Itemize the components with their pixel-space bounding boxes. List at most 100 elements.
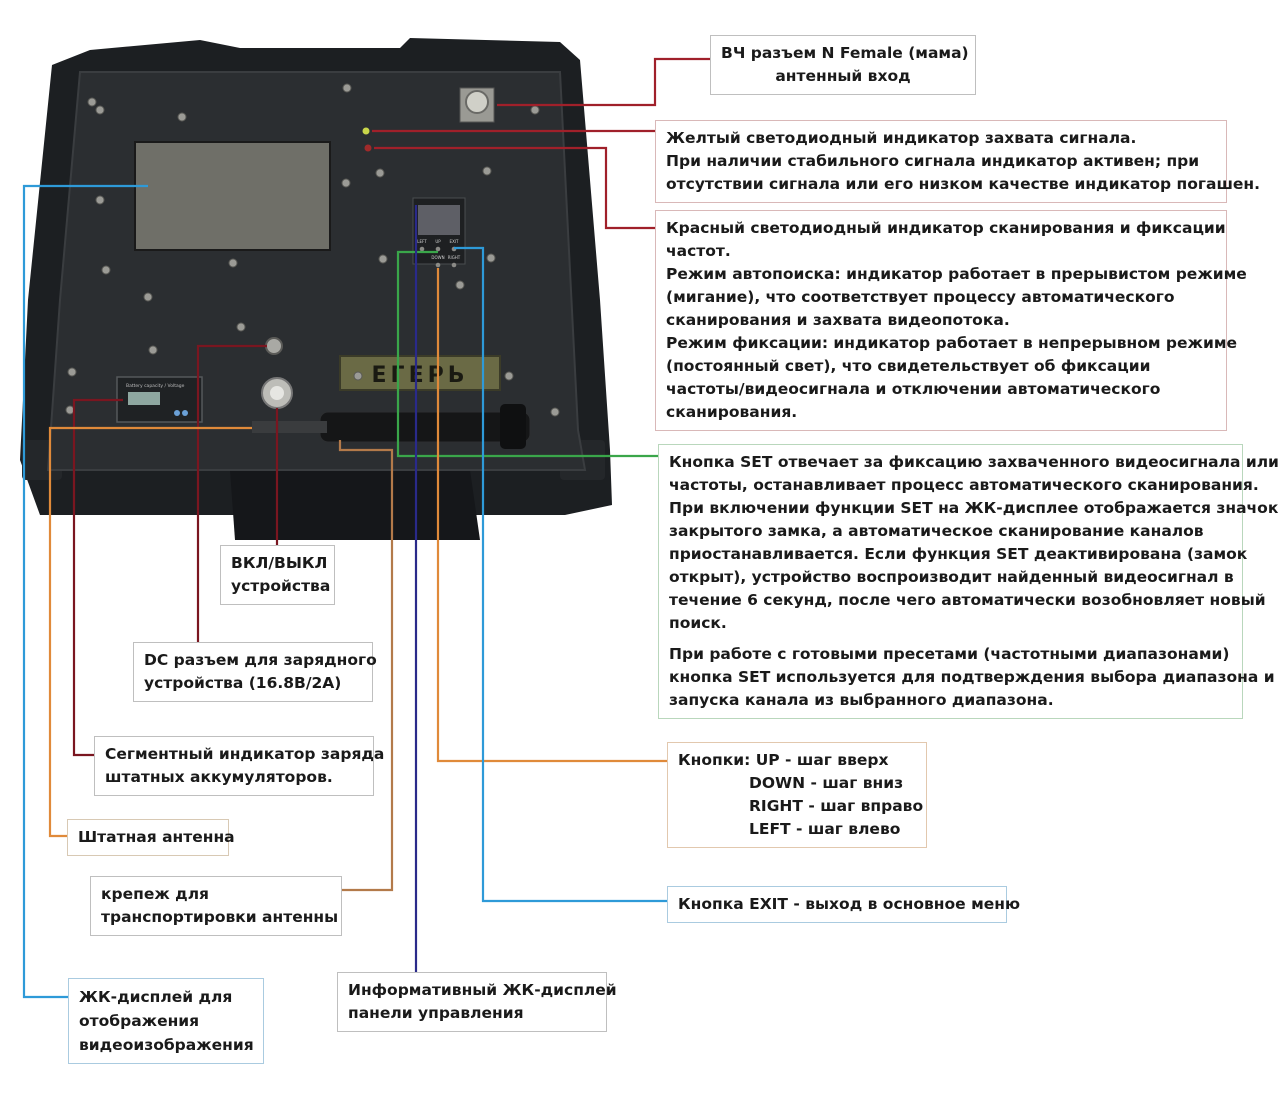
callout-line: Кнопки: UP - шаг вверх xyxy=(678,751,889,769)
callout-line: устройства xyxy=(231,577,331,595)
panel-screws xyxy=(65,83,560,417)
antenna-body xyxy=(319,411,531,443)
callout-nav-buttons: Кнопки: UP - шаг вверх DOWN - шаг вниз R… xyxy=(667,742,927,848)
callout-antenna-mount: крепеж для транспортировки антенны xyxy=(90,876,342,936)
callout-line: (постоянный свет), что свидетельствует о… xyxy=(666,357,1151,375)
panel-screw xyxy=(87,97,97,107)
callout-line: кнопка SET используется для подтверждени… xyxy=(669,668,1275,686)
leader-video-lcd xyxy=(22,184,148,999)
panel-screw xyxy=(143,292,153,302)
callout-red-led: Красный светодиодный индикатор сканирова… xyxy=(655,210,1247,431)
control-button-label: UP xyxy=(435,239,441,244)
callout-line: Информативный ЖК-дисплей xyxy=(348,981,617,999)
control-button-label: LEFT xyxy=(417,239,427,244)
callout-line: антенный вход xyxy=(775,67,911,85)
callout-line: сканирования и захвата видеопотока. xyxy=(666,311,1010,329)
panel-screw xyxy=(375,168,385,178)
callout-line: течение 6 секунд, после чего автоматичес… xyxy=(669,591,1266,609)
callout-line: ВЧ разъем N Female (мама) xyxy=(721,44,969,62)
battery-indicator-caption: Battery capacity / Voltage xyxy=(126,383,185,389)
leader-red-led xyxy=(374,146,655,230)
callout-line: При включении функции SET на ЖК-дисплее … xyxy=(669,499,1279,517)
callout-yellow-led: Желтый светодиодный индикатор захвата си… xyxy=(655,120,1261,203)
callout-line: При наличии стабильного сигнала индикато… xyxy=(666,152,1200,170)
callout-line: DC разъем для зарядного xyxy=(144,651,377,669)
callout-line: частоты, останавливает процесс автоматич… xyxy=(669,476,1259,494)
callout-line: RIGHT - шаг вправо xyxy=(749,797,924,815)
leader-exit-button xyxy=(454,246,667,903)
power-button-center xyxy=(270,386,284,400)
panel-screw xyxy=(95,105,105,115)
control-button xyxy=(435,262,441,268)
callout-spacer xyxy=(669,635,1232,643)
callout-line: открыт), устройство воспроизводит найден… xyxy=(669,568,1234,586)
antenna-clip xyxy=(500,404,526,449)
panel-screw xyxy=(378,254,388,264)
callout-line: закрытого замка, а автоматическое сканир… xyxy=(669,522,1204,540)
badge-text: ЕГЕРЬ xyxy=(372,363,469,388)
panel-screw xyxy=(353,371,363,381)
panel-screw xyxy=(550,407,560,417)
battery-indicator-dot-2 xyxy=(182,410,188,416)
callout-line: Сегментный индикатор заряда xyxy=(105,745,385,763)
callout-antenna: Штатная антенна xyxy=(67,819,235,856)
panel-screw xyxy=(101,265,111,275)
leader-lines xyxy=(22,57,710,999)
callout-line: Режим фиксации: индикатор работает в неп… xyxy=(666,334,1238,352)
leader-set-button xyxy=(396,250,658,458)
callout-dc-jack: DC разъем для зарядного устройства (16.8… xyxy=(133,642,377,702)
control-button xyxy=(451,262,457,268)
leader-rf-connector xyxy=(497,57,710,107)
callout-line: поиск. xyxy=(669,614,727,632)
callout-line: ВКЛ/ВЫКЛ xyxy=(231,554,328,572)
panel-screw xyxy=(341,178,351,188)
callout-line: Красный светодиодный индикатор сканирова… xyxy=(666,219,1226,237)
battery-indicator-dot-1 xyxy=(174,410,180,416)
callout-line: видеоизображения xyxy=(79,1036,254,1054)
callout-line: штатных аккумуляторов. xyxy=(105,768,333,786)
control-button-label: RIGHT xyxy=(448,255,461,260)
leader-dc-jack xyxy=(196,344,267,642)
callout-line: частот. xyxy=(666,242,731,260)
panel-screw xyxy=(65,405,75,415)
callout-line: Штатная антенна xyxy=(78,828,235,846)
callout-line: Желтый светодиодный индикатор захвата си… xyxy=(666,129,1137,147)
callout-line: ЖК-дисплей для xyxy=(79,988,233,1006)
leader-nav-buttons xyxy=(436,268,667,763)
panel-screw xyxy=(148,345,158,355)
leader-battery-indicator xyxy=(72,398,123,757)
leader-antenna xyxy=(48,426,252,838)
callout-line: LEFT - шаг влево xyxy=(749,820,901,838)
panel-screw xyxy=(504,371,514,381)
callout-battery-indicator: Сегментный индикатор заряда штатных акку… xyxy=(94,736,385,796)
control-button-label: DOWN xyxy=(431,255,444,260)
callout-video-lcd: ЖК-дисплей для отображения видеоизображе… xyxy=(68,978,264,1064)
panel-screw xyxy=(486,253,496,263)
battery-indicator-lcd xyxy=(128,392,160,405)
panel-screw xyxy=(228,258,238,268)
callout-line: Кнопка EXIT - выход в основное меню xyxy=(678,895,1021,913)
panel-screw xyxy=(342,83,352,93)
callout-exit-button: Кнопка EXIT - выход в основное меню xyxy=(667,886,1021,923)
callout-line: При работе с готовыми пресетами (частотн… xyxy=(669,645,1230,663)
callout-line: крепеж для xyxy=(101,885,209,903)
case-handle xyxy=(230,470,480,540)
callout-rf-connector: ВЧ разъем N Female (мама) антенный вход xyxy=(710,35,976,95)
panel-screw xyxy=(482,166,492,176)
panel-screw xyxy=(530,105,540,115)
callout-line: DOWN - шаг вниз xyxy=(749,774,904,792)
control-button xyxy=(419,246,425,252)
control-panel-lcd xyxy=(418,205,460,235)
callout-line: Кнопка SET отвечает за фиксацию захвачен… xyxy=(669,453,1279,471)
callout-line: (мигание), что соответствует процессу ав… xyxy=(666,288,1175,306)
callout-control-lcd: Информативный ЖК-дисплей панели управлен… xyxy=(337,972,617,1032)
control-button xyxy=(435,246,441,252)
dc-jack xyxy=(265,337,283,355)
callout-power-switch: ВКЛ/ВЫКЛ устройства xyxy=(220,545,335,605)
callout-line: панели управления xyxy=(348,1004,524,1022)
callout-line: отсутствии сигнала или его низком качест… xyxy=(666,175,1261,193)
callout-line: отображения xyxy=(79,1012,200,1030)
callout-set-button: Кнопка SET отвечает за фиксацию захвачен… xyxy=(658,444,1279,719)
red-led xyxy=(364,144,372,152)
